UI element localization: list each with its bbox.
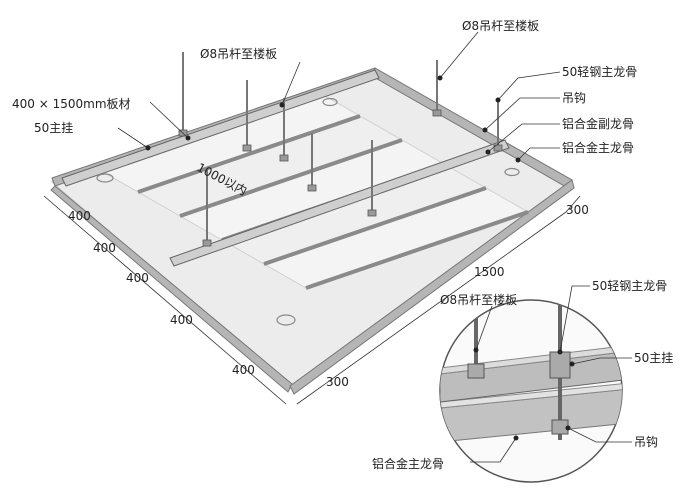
dim-left-5: 400 (232, 363, 255, 377)
hook-label: 吊钩 (562, 91, 586, 105)
leaders-main (117, 31, 561, 163)
dim-right-top: 300 (566, 203, 589, 217)
rod-to-slab-label-right: Ø8吊杆至楼板 (462, 18, 539, 33)
dim-right-mid: 1500 (474, 265, 505, 279)
detail-al-main-keel-label: 铝合金主龙骨 (372, 456, 444, 471)
panel-size-label: 400 × 1500mm板材 (12, 97, 131, 111)
detail-view (439, 299, 623, 483)
leaders-detail (470, 285, 632, 463)
main-hanger-label: 50主挂 (34, 121, 73, 135)
dim-left-1: 400 (68, 209, 91, 223)
steel-main-keel-label: 50轻钢主龙骨 (562, 65, 637, 79)
dim-left-3: 400 (126, 271, 149, 285)
al-main-keel-label: 铝合金主龙骨 (562, 140, 634, 155)
rod-to-slab-label-left: Ø8吊杆至楼板 (200, 46, 277, 61)
detail-hook-label: 吊钩 (634, 435, 658, 449)
light-fixtures (96, 97, 520, 326)
al-sub-keel-label: 铝合金副龙骨 (562, 116, 634, 131)
detail-rod-label: Ø8吊杆至楼板 (440, 292, 517, 307)
dim-left-2: 400 (93, 241, 116, 255)
dim-left-4: 400 (170, 313, 193, 327)
detail-hanger-label: 50主挂 (634, 351, 673, 365)
steel-main-keels (61, 69, 510, 267)
detail-steel-keel-label: 50轻钢主龙骨 (592, 279, 667, 293)
dim-bottom: 300 (326, 375, 349, 389)
hanger-rods (182, 52, 499, 245)
dimension-lines (43, 195, 581, 405)
